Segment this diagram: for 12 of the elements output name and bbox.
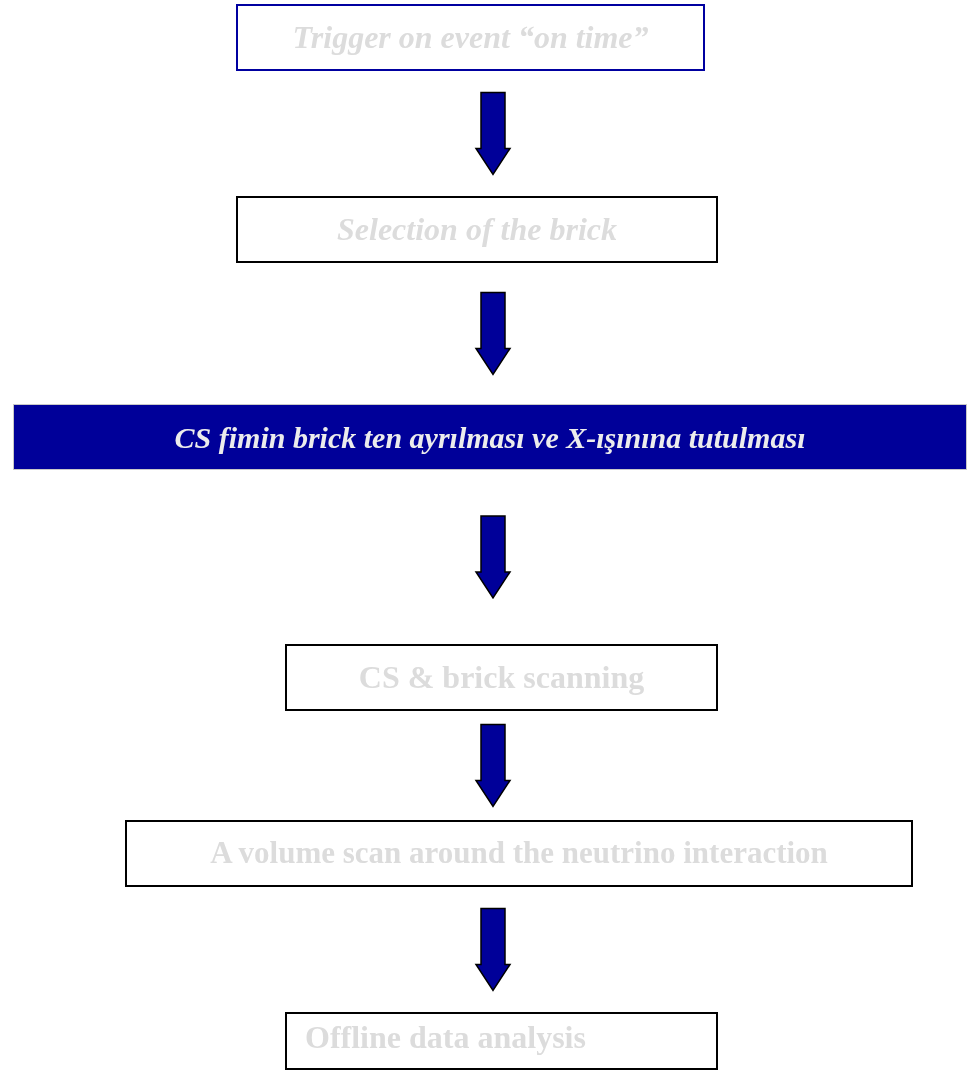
process-box: [125, 820, 913, 887]
block-arrow: [474, 723, 512, 808]
process-box: [236, 4, 705, 71]
process-box: [236, 196, 718, 263]
block-arrow: [474, 907, 512, 992]
process-box: [285, 1012, 718, 1070]
highlight-banner: [13, 404, 967, 470]
step-label: CS fimin brick ten ayrılması ve X-ışınına tutulması: [174, 420, 806, 454]
block-arrow: [474, 291, 512, 376]
block-arrow: [474, 91, 512, 176]
process-box: [285, 644, 718, 711]
block-arrow: [474, 515, 512, 600]
